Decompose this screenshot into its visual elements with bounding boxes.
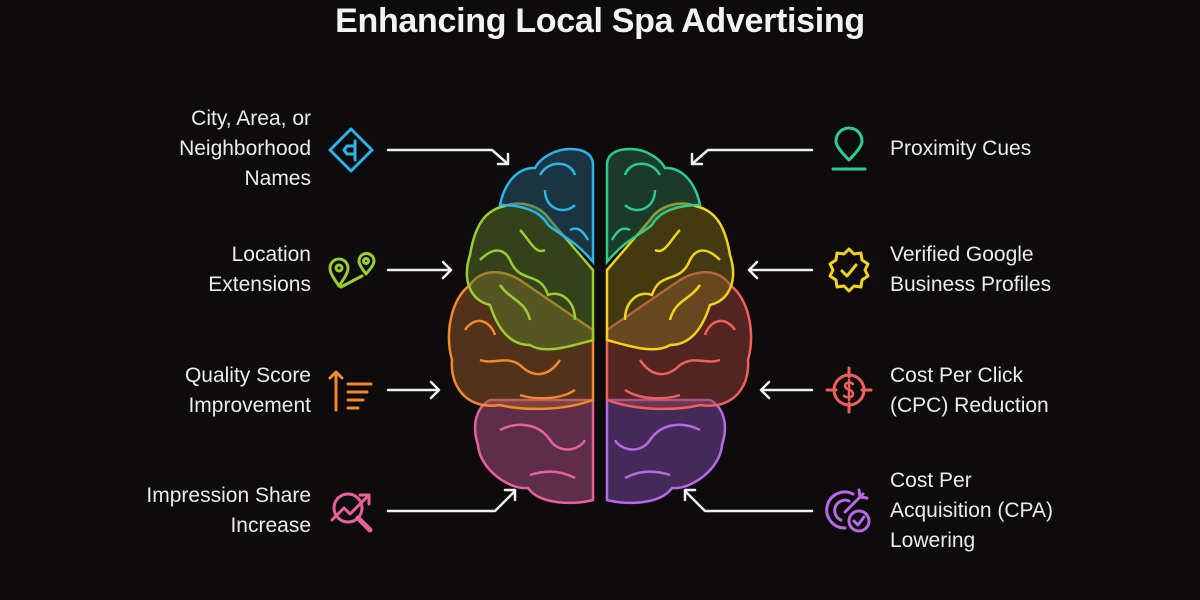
label-line: Neighborhood	[179, 137, 311, 160]
left-gyri	[463, 162, 590, 480]
label-line: City, Area, or	[191, 107, 311, 130]
arrow-impression-share	[386, 488, 517, 513]
label-line: Lowering	[890, 529, 976, 552]
arrow-cpa-lowering	[683, 488, 814, 513]
brain-region-right-frontal	[605, 147, 702, 266]
connector-arrows	[386, 148, 814, 513]
label-line: Improvement	[188, 394, 311, 417]
label-line: Proximity Cues	[890, 137, 1032, 160]
arrow-location-extensions	[386, 260, 453, 280]
brain-region-left-frontal	[498, 147, 595, 266]
right-hemisphere	[605, 147, 753, 505]
search-trend-icon	[330, 492, 373, 533]
sort-ascending-icon	[328, 370, 373, 412]
label-line: Location	[231, 243, 311, 266]
label-line: Verified Google	[890, 243, 1034, 266]
right-gyri	[610, 162, 737, 480]
brain-region-right-occipital	[605, 398, 727, 505]
label-quality-score: Quality Score Improvement	[185, 361, 311, 421]
label-impression-share: Impression Share Increase	[146, 481, 311, 541]
label-line: Cost Per	[890, 469, 972, 492]
label-verified-google-profiles: Verified Google Business Profiles	[890, 240, 1051, 300]
label-cpc-reduction: Cost Per Click (CPC) Reduction	[890, 361, 1049, 421]
target-check-icon	[825, 488, 871, 533]
label-line: Business Profiles	[890, 273, 1052, 296]
arrow-proximity-cues	[690, 148, 814, 166]
route-pins-icon	[328, 252, 376, 289]
label-line: Acquisition (CPA)	[890, 499, 1053, 522]
dollar-target-icon	[825, 366, 873, 414]
label-line: Extensions	[208, 273, 311, 296]
label-location-extensions: Location Extensions	[208, 240, 311, 300]
map-pin-icon	[831, 126, 867, 171]
brain-region-left-occipital	[473, 398, 595, 505]
label-line: Names	[244, 167, 311, 190]
label-line: Increase	[230, 514, 311, 537]
label-line: Quality Score	[184, 364, 311, 387]
arrow-verified-profiles	[747, 260, 814, 280]
label-line: (CPC) Reduction	[890, 394, 1049, 417]
page-title: Enhancing Local Spa Advertising	[335, 2, 865, 40]
arrow-quality-score	[386, 380, 441, 400]
left-hemisphere	[447, 147, 595, 505]
label-line: Impression Share	[146, 484, 311, 507]
verified-badge-icon	[828, 247, 870, 293]
label-cpa-lowering: Cost Per Acquisition (CPA) Lowering	[890, 466, 1053, 556]
label-proximity-cues: Proximity Cues	[890, 134, 1031, 164]
road-sign-diamond-icon	[328, 127, 374, 173]
arrow-cpc-reduction	[759, 380, 814, 400]
label-line: Cost Per Click	[890, 364, 1024, 387]
arrow-city-area	[386, 148, 510, 166]
label-city-area-names: City, Area, or Neighborhood Names	[179, 104, 311, 194]
